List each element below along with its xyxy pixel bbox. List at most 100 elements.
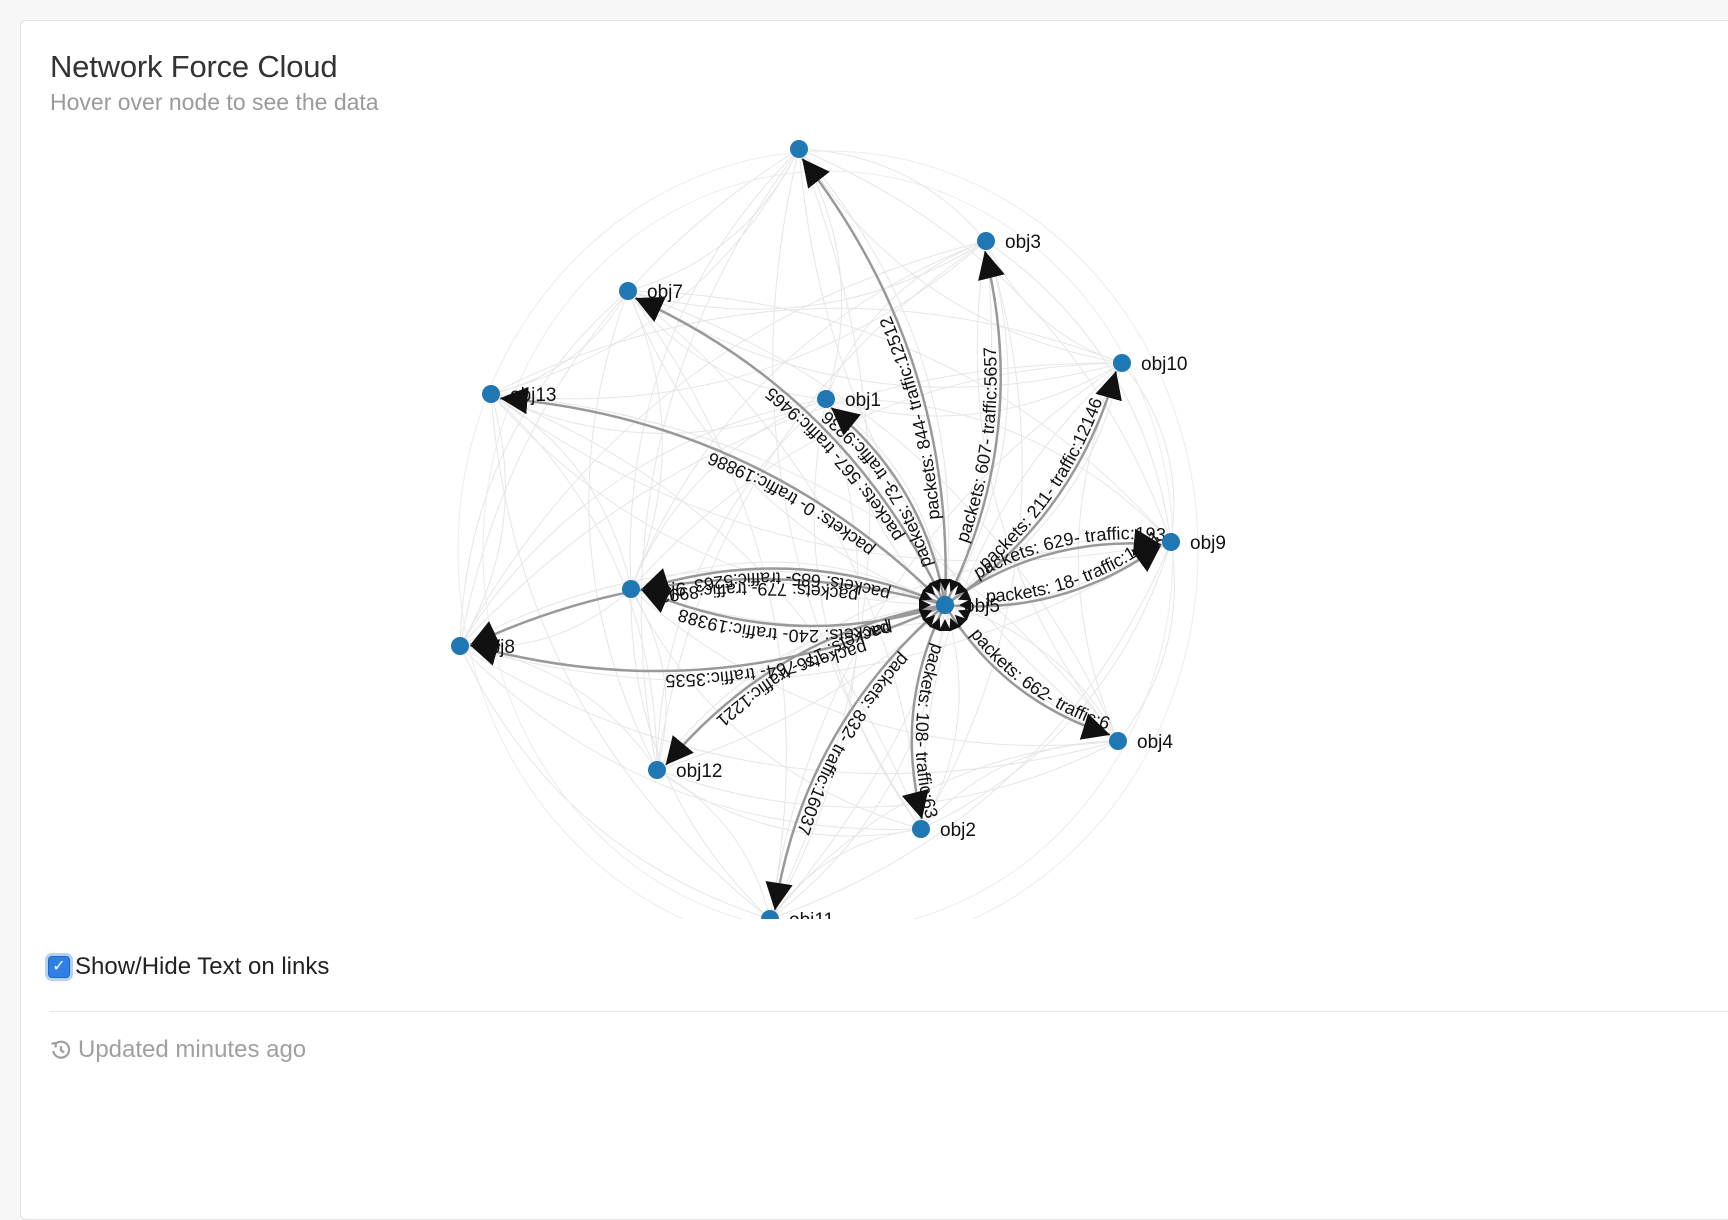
background-link bbox=[769, 541, 1172, 919]
background-link bbox=[459, 362, 1123, 647]
node-circle[interactable] bbox=[977, 232, 995, 250]
background-link bbox=[630, 541, 1172, 628]
node-circle[interactable] bbox=[1113, 354, 1131, 372]
node-label: obj4 bbox=[1137, 732, 1173, 753]
node-obj8[interactable]: obj8 bbox=[451, 637, 515, 658]
node-label: obj3 bbox=[1005, 232, 1041, 253]
link-obj8[interactable] bbox=[469, 603, 946, 673]
background-link bbox=[656, 740, 1119, 808]
background-link bbox=[630, 588, 922, 830]
background-link bbox=[920, 240, 1023, 830]
node-obj11[interactable]: obj11 bbox=[761, 910, 834, 931]
node-obj6[interactable]: obj6 bbox=[622, 580, 686, 601]
link-obj9[interactable] bbox=[944, 543, 1163, 608]
node-obj2[interactable]: obj2 bbox=[912, 820, 976, 841]
node-obj13[interactable]: obj13 bbox=[482, 385, 557, 406]
background-link bbox=[459, 645, 771, 919]
node-obj14[interactable] bbox=[790, 140, 808, 158]
background-link bbox=[772, 148, 922, 830]
background-link bbox=[1121, 362, 1175, 543]
background-link bbox=[490, 148, 800, 395]
background-link bbox=[490, 393, 658, 771]
arrowhead bbox=[954, 582, 968, 596]
footer-divider bbox=[49, 1011, 1728, 1012]
node-obj12[interactable]: obj12 bbox=[648, 761, 723, 782]
background-link bbox=[490, 393, 632, 590]
link-obj2[interactable] bbox=[901, 604, 947, 820]
arrowhead bbox=[957, 589, 972, 601]
arrowhead bbox=[922, 614, 936, 628]
node-circle[interactable] bbox=[1109, 732, 1127, 750]
page-title: Network Force Cloud bbox=[50, 49, 338, 84]
background-link bbox=[627, 290, 1119, 742]
link-obj8[interactable] bbox=[469, 577, 946, 647]
arrowhead bbox=[919, 599, 931, 611]
node-circle[interactable] bbox=[482, 385, 500, 403]
background-link bbox=[459, 240, 987, 647]
links bbox=[469, 157, 1163, 911]
link-obj6[interactable] bbox=[640, 587, 946, 628]
show-hide-checkbox[interactable]: ✓ bbox=[48, 956, 70, 978]
node-circle[interactable] bbox=[648, 761, 666, 779]
node-circle[interactable] bbox=[912, 820, 930, 838]
node-label: obj7 bbox=[647, 282, 683, 303]
updated-text: Updated minutes ago bbox=[78, 1036, 307, 1063]
background-link bbox=[656, 769, 771, 919]
background-link bbox=[490, 290, 629, 395]
node-label: obj6 bbox=[650, 580, 686, 601]
link-obj3[interactable] bbox=[943, 250, 1005, 606]
node-obj3[interactable]: obj3 bbox=[977, 232, 1041, 253]
node-circle[interactable] bbox=[761, 910, 779, 928]
background-link bbox=[459, 398, 827, 647]
link-obj9[interactable] bbox=[944, 528, 1162, 607]
background-link bbox=[798, 148, 1123, 364]
background-link bbox=[490, 393, 827, 434]
link-obj14[interactable] bbox=[801, 157, 947, 606]
link-text-toggle[interactable]: ✓ Show/Hide Text on links bbox=[48, 953, 329, 981]
link-obj1[interactable] bbox=[830, 406, 947, 606]
arrowhead bbox=[922, 582, 936, 596]
background-link bbox=[627, 290, 663, 590]
background-link bbox=[769, 604, 946, 919]
node-circle[interactable] bbox=[619, 282, 637, 300]
link-obj6[interactable] bbox=[640, 567, 946, 607]
node-obj9[interactable]: obj9 bbox=[1162, 533, 1226, 554]
node-label: obj2 bbox=[940, 820, 976, 841]
hub-node[interactable] bbox=[936, 596, 954, 614]
node-obj10[interactable]: obj10 bbox=[1113, 354, 1188, 375]
background-link bbox=[769, 362, 1123, 919]
node-circle[interactable] bbox=[1162, 533, 1180, 551]
background-link bbox=[490, 240, 987, 400]
background-link bbox=[459, 541, 1172, 682]
node-circle[interactable] bbox=[790, 140, 808, 158]
background-link bbox=[825, 362, 1123, 417]
link-obj13[interactable] bbox=[499, 386, 946, 606]
node-obj1[interactable]: obj1 bbox=[817, 390, 881, 411]
cloud-ring bbox=[482, 170, 1174, 919]
background-link bbox=[798, 148, 1119, 742]
background-link bbox=[813, 398, 922, 830]
node-obj4[interactable]: obj4 bbox=[1109, 732, 1173, 753]
link-obj4[interactable] bbox=[943, 604, 1111, 740]
background-link bbox=[490, 393, 771, 919]
background-link bbox=[630, 561, 946, 606]
background-link bbox=[627, 290, 922, 830]
node-label: obj1 bbox=[845, 390, 881, 411]
background-link bbox=[459, 393, 506, 647]
node-circle[interactable] bbox=[451, 637, 469, 655]
link-obj7[interactable] bbox=[634, 296, 947, 606]
node-circle[interactable] bbox=[817, 390, 835, 408]
background-link bbox=[588, 290, 658, 771]
background-link bbox=[490, 393, 1172, 562]
background-link bbox=[490, 393, 922, 830]
background-link bbox=[630, 588, 1119, 746]
link-obj12[interactable] bbox=[664, 603, 946, 766]
link-obj11[interactable] bbox=[765, 604, 946, 911]
background-link bbox=[490, 393, 1119, 742]
link-obj10[interactable] bbox=[944, 370, 1122, 607]
node-obj7[interactable]: obj7 bbox=[619, 282, 683, 303]
toggle-label: Show/Hide Text on links bbox=[75, 953, 330, 980]
footer-status: Updated minutes ago bbox=[50, 1036, 306, 1064]
node-circle[interactable] bbox=[622, 580, 640, 598]
